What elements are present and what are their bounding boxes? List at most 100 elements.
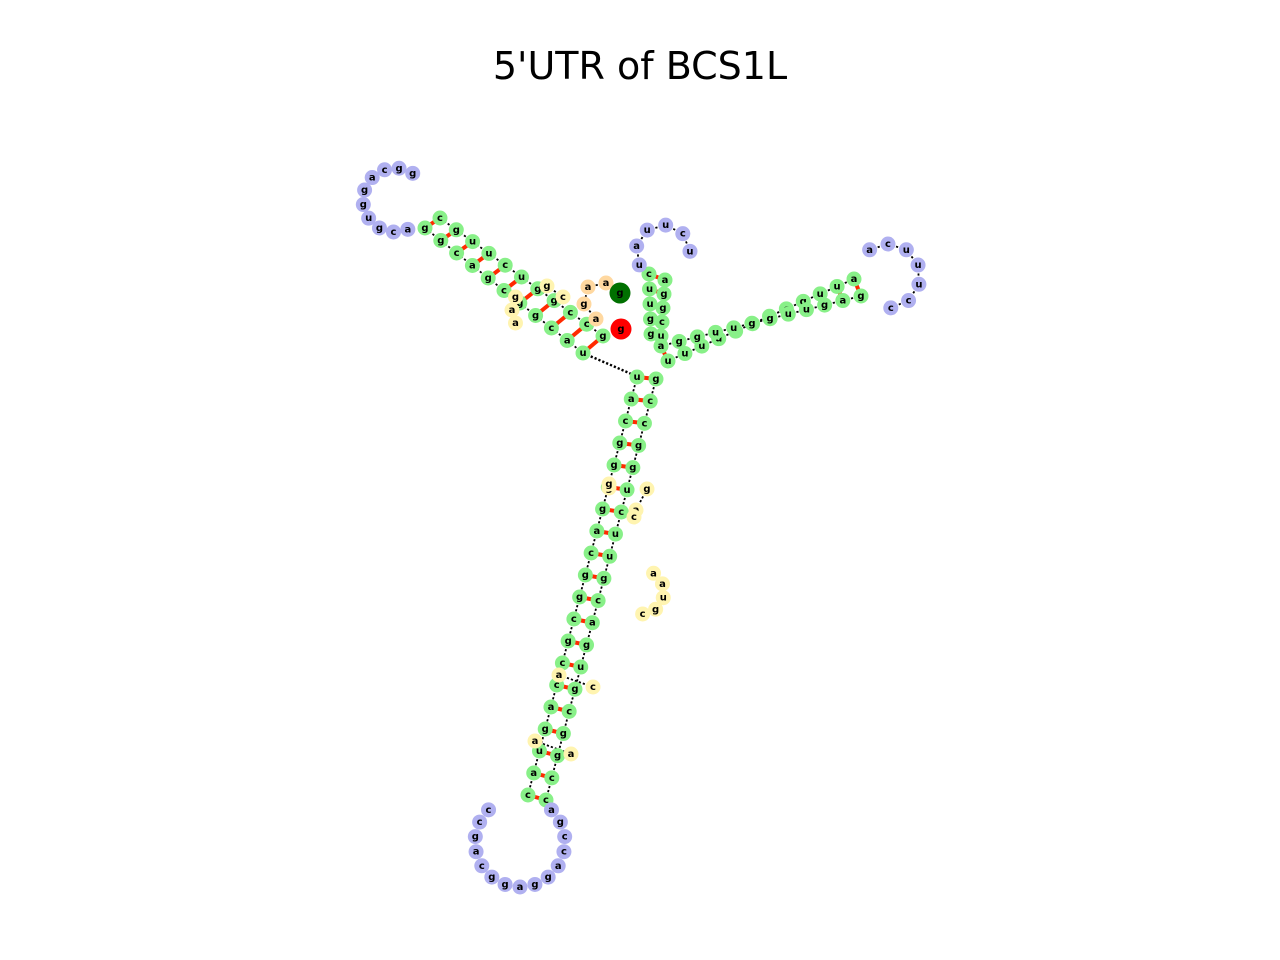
nucleotide-label: g <box>501 879 508 890</box>
nucleotide: g <box>552 814 568 830</box>
nucleotide-label: g <box>821 300 828 311</box>
nucleotide-label: g <box>565 636 572 647</box>
nucleotide-circle <box>588 311 604 327</box>
nucleotide-label: u <box>915 279 922 290</box>
nucleotide: a <box>550 858 566 874</box>
nucleotide-label: g <box>560 729 567 740</box>
backbone-link <box>819 285 838 295</box>
nucleotide-circle <box>551 667 567 683</box>
nucleotide-label: a <box>633 241 640 252</box>
nucleotide-label: c <box>382 165 388 176</box>
nucleotide-circle <box>559 333 575 348</box>
nucleotide-label: c <box>559 658 565 669</box>
nucleotide: g <box>467 829 483 845</box>
nucleotide-circle <box>563 746 579 762</box>
nucleotide-label: c <box>906 296 912 307</box>
nucleotide-circle <box>464 258 480 273</box>
nucleotide-circle <box>595 501 611 517</box>
nucleotide-label: u <box>644 225 651 236</box>
nucleotide-circle <box>589 523 605 539</box>
nucleotide-label: g <box>453 225 460 236</box>
nucleotide-circle <box>648 601 664 617</box>
nucleotide-circle <box>537 721 553 737</box>
backbone-link <box>546 285 564 298</box>
backbone-link <box>586 323 604 337</box>
backbone-link <box>788 308 807 316</box>
nucleotide: c <box>590 593 606 609</box>
backbone-link <box>701 337 720 347</box>
nucleotide-label: g <box>580 299 587 310</box>
nucleotide: u <box>361 210 377 226</box>
nucleotide: c <box>472 814 488 830</box>
nucleotide: c <box>562 304 578 320</box>
nucleotide: g <box>655 300 671 316</box>
nucleotide: c <box>618 413 634 429</box>
nucleotide: g <box>606 457 622 473</box>
nucleotide-circle <box>550 858 566 874</box>
nucleotide-circle <box>468 844 484 860</box>
nucleotide: c <box>635 606 651 622</box>
nucleotide-circle <box>474 858 490 874</box>
nucleotide: u <box>607 526 623 542</box>
nucleotide-circle <box>567 681 583 697</box>
nucleotide: a <box>527 733 543 749</box>
nucleotide-label: g <box>616 288 623 299</box>
nucleotide: c <box>481 802 497 818</box>
nucleotide-label: u <box>817 289 824 300</box>
nucleotide-circle <box>655 590 671 606</box>
nucleotide-circle <box>577 567 593 583</box>
nucleotide: a <box>543 699 559 715</box>
nucleotide: u <box>677 346 693 362</box>
nucleotide-circle <box>671 333 687 349</box>
backbone-link <box>440 239 458 254</box>
nucleotide-label: g <box>582 570 589 581</box>
nucleotide: c <box>557 829 573 845</box>
nucleotide-circle <box>643 311 658 327</box>
nucleotide-circle <box>635 606 651 622</box>
nucleotide-circle <box>596 570 612 586</box>
nucleotide-label: a <box>851 274 858 285</box>
backbone-link <box>487 277 505 292</box>
nucleotide-label: a <box>658 341 665 352</box>
nucleotide: u <box>642 281 657 297</box>
nucleotide: c <box>583 545 599 561</box>
nucleotide-label: g <box>437 236 444 247</box>
nucleotide-label: c <box>618 507 624 518</box>
nucleotide-label: a <box>530 768 537 779</box>
nucleotide: u <box>898 242 914 258</box>
nucleotide: g <box>391 160 407 176</box>
backbone-link <box>667 352 686 362</box>
nucleotide-circle <box>385 224 401 240</box>
nucleotide-label: c <box>640 609 646 620</box>
nucleotide-circle <box>572 589 588 605</box>
nucleotide-circle <box>480 270 496 286</box>
nucleotide-circle <box>610 318 632 340</box>
nucleotide-circle <box>657 272 673 288</box>
nucleotide: g <box>744 315 760 331</box>
nucleotide-circle <box>562 304 578 320</box>
nucleotide: u <box>573 659 589 675</box>
nucleotide-label: g <box>647 314 654 325</box>
backbone-link <box>684 345 703 355</box>
nucleotide: c <box>566 611 582 627</box>
nucleotide: g <box>595 501 611 517</box>
backbone-link <box>907 283 920 301</box>
nucleotide-circle <box>361 210 377 226</box>
nucleotide-label: u <box>536 746 543 757</box>
nucleotide: c <box>554 655 570 671</box>
nucleotide-circle <box>744 315 760 331</box>
nucleotide-label: c <box>554 680 560 691</box>
nucleotide: g <box>405 165 421 181</box>
nucleotide: u <box>660 353 676 369</box>
nucleotide-label: a <box>568 749 575 760</box>
backbone-link <box>504 264 523 278</box>
nucleotide-circle <box>629 238 645 254</box>
backbone-link <box>718 330 736 340</box>
backbone-link <box>751 317 771 325</box>
nucleotide-label: g <box>600 573 607 584</box>
nucleotide-circle <box>910 257 926 273</box>
nucleotide-label: a <box>532 736 539 747</box>
nucleotide-circle <box>481 245 497 261</box>
nucleotide-label: a <box>628 394 635 405</box>
nucleotide-label: g <box>361 185 368 196</box>
